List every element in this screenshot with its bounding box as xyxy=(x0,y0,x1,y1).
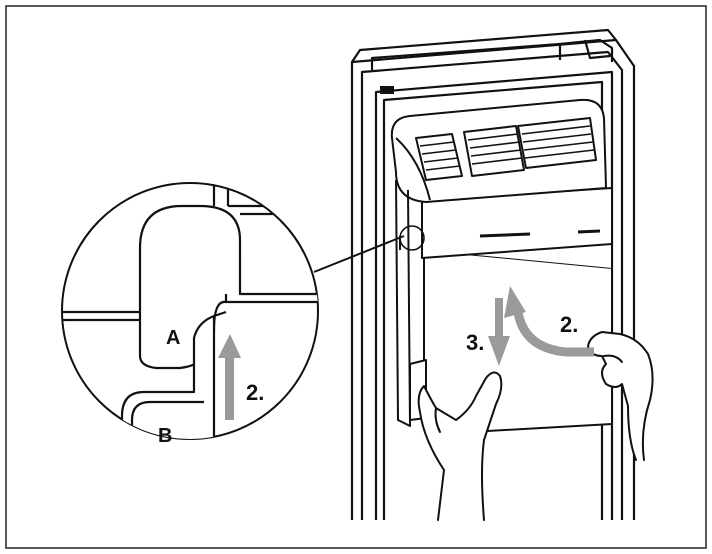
label-step-2: 2. xyxy=(560,312,578,337)
label-part-b: B xyxy=(158,425,172,447)
arrow-step-2-curved-head xyxy=(504,286,526,318)
leader-line xyxy=(313,235,405,273)
part-b xyxy=(120,314,216,439)
label-part-a: A xyxy=(166,327,180,349)
arrow-step-3-down xyxy=(488,298,510,366)
arrow-step-2-detail xyxy=(218,334,241,420)
left-hand xyxy=(417,371,503,521)
ice-dispenser-unit xyxy=(390,98,613,433)
label-step-2-detail: 2. xyxy=(246,380,264,405)
label-step-3: 3. xyxy=(466,330,484,355)
arrow-step-2-curved xyxy=(513,311,594,357)
hook-a xyxy=(138,204,318,370)
right-hand xyxy=(587,331,654,461)
detail-magnifier xyxy=(61,182,319,440)
diagram-border xyxy=(5,5,707,549)
